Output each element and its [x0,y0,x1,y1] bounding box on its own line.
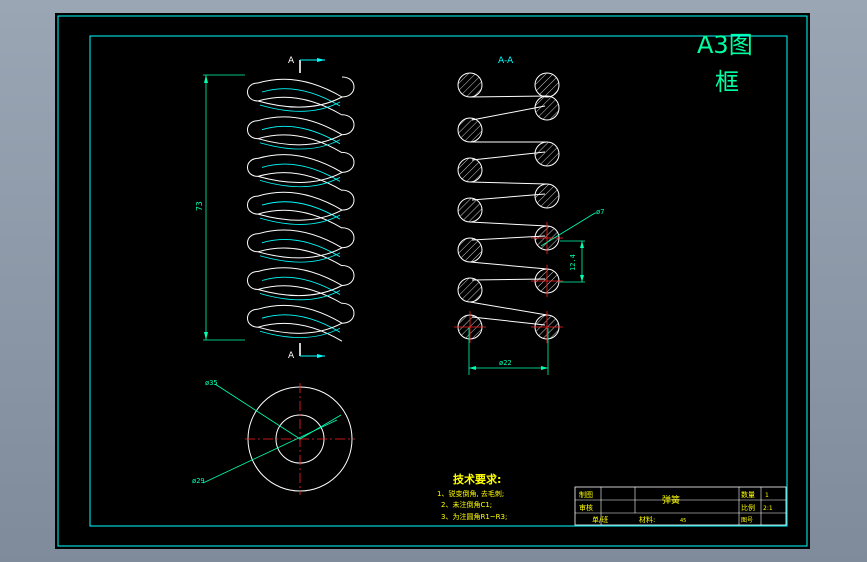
section-mark-bottom: A [288,343,325,361]
tb-material-value: 45 [680,518,686,524]
wire-connector [469,95,548,121]
pitch-dimension: 12.4 [560,240,585,283]
tb-scale-label: 比例 [741,503,755,512]
spring-coil [247,76,355,116]
wire-section [457,183,560,223]
spring-coil [247,189,355,229]
spring-coil [247,302,355,342]
tb-qty-label: 数量 [741,490,755,499]
wire-section [457,72,560,98]
tech-item-2: 2、未注倒角C1; [441,500,492,509]
wire-connector [469,301,548,326]
outer-frame [57,15,808,547]
spring-section-view [454,72,563,343]
wire-connector [469,181,548,201]
wire-connector [469,261,548,281]
center-mark [531,311,563,343]
section-letter-top: A [288,56,295,66]
tb-part-name: 弹簧 [662,494,680,506]
spring-coil [247,151,355,191]
title-corner-line2: 框 [715,68,739,96]
mean-dia-label: ø22 [499,359,512,367]
wire-section [457,95,560,143]
center-mark [531,265,563,297]
title-corner-line1: A3图 [697,31,753,59]
title-block: 制图 审核 单/班 弹簧 材料: 45 数量 1 比例 2:1 图号 [574,486,787,526]
wire-section [457,268,560,303]
pitch-dimension-label: 12.4 [569,254,577,271]
tb-scale-value: 2:1 [763,505,773,512]
spring-coil [247,265,355,304]
tb-checked-label: 审核 [579,503,593,512]
inner-frame [89,35,788,527]
spring-top-view: ø35 ø29 [192,379,355,495]
tb-unit-label: 单/班 [592,515,608,524]
wire-dia-leader: ø7 [540,208,604,247]
section-letter-bottom: A [288,351,295,361]
drawing-sheet: A3图 框 73 A A [55,13,810,549]
length-dimension-label: 73 [195,201,204,211]
section-title: A-A [498,56,514,66]
wire-connector [469,221,548,241]
end-dia-label: ø29 [192,477,205,485]
spring-front-view [247,76,355,342]
tb-qty-value: 1 [765,492,769,499]
spring-coil [247,114,355,154]
outer-dia-label: ø35 [205,379,218,387]
length-dimension: 73 [195,74,245,341]
tech-heading: 技术要求: [453,472,501,486]
tech-item-3: 3、为注圆角R1~R3; [441,512,507,521]
wire-dia-label: ø7 [596,208,604,216]
wire-section [457,141,560,183]
center-mark [454,311,486,343]
mean-dia-dimension: ø22 [468,328,549,375]
tb-drawn-label: 制图 [579,490,593,499]
technical-requirements: 技术要求: 1、锐变倒角, 去毛刺; 2、未注倒角C1; 3、为注圆角R1~R3… [437,472,507,521]
spring-coil [247,227,355,267]
center-mark [531,222,563,254]
tb-material-label: 材料: [639,515,655,524]
wire-connector [470,141,547,161]
cad-drawing: A3图 框 73 A A [57,15,808,547]
tb-drawing-no-label: 图号 [741,517,753,524]
section-mark-top: A [288,56,325,73]
tech-item-1: 1、锐变倒角, 去毛刺; [437,489,504,498]
